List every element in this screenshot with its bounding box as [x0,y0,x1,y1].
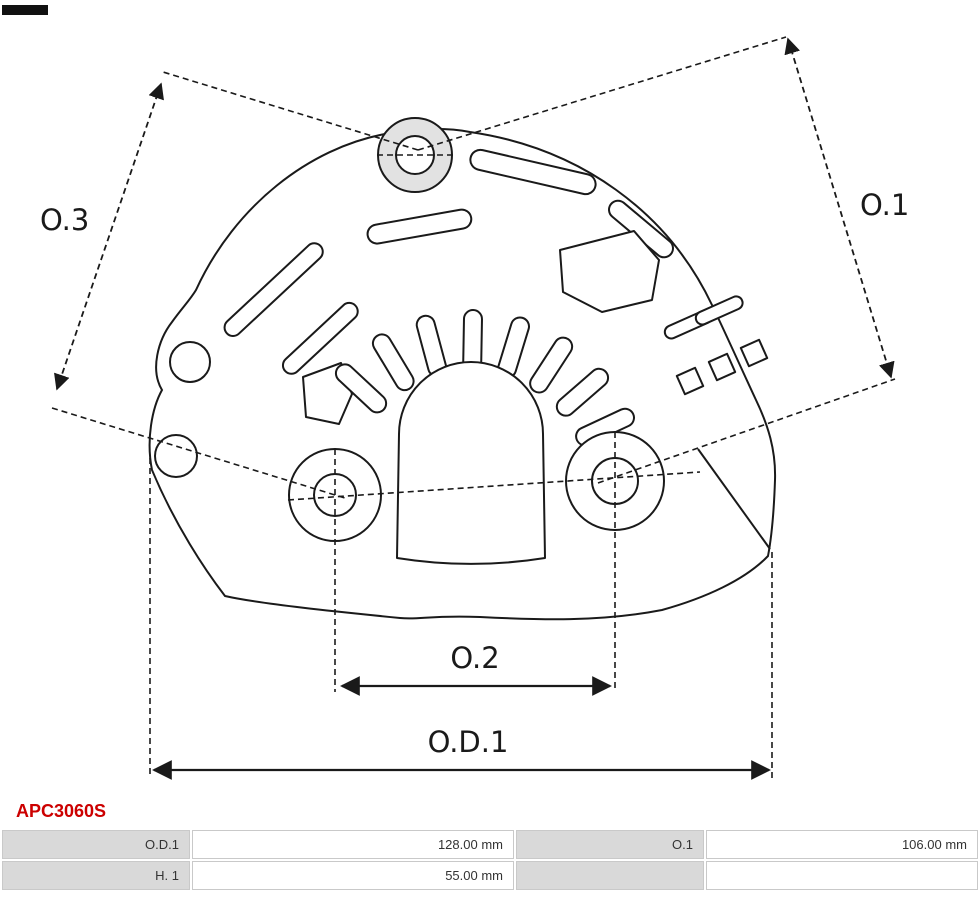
edge-hole [169,341,211,383]
spec-value-cell: 106.00 mm [706,830,978,859]
dim-label-o2: O.2 [450,641,499,675]
dim-label-od1: O.D.1 [428,725,509,759]
spec-value-cell: 128.00 mm [192,830,514,859]
edge-hole [154,434,198,478]
technical-drawing: O.3 O.1 O.2 O.D.1 [40,36,909,780]
right-edge-cut [697,448,771,550]
dim-label-o3: O.3 [40,203,89,237]
mounting-hole-right [565,431,665,531]
vent-slots [223,148,769,425]
part-number-link[interactable]: APC3060S [16,801,107,821]
dimension-o2: O.2 [340,641,612,696]
terminal-square [707,352,737,382]
spec-table: O.D.1 128.00 mm O.1 106.00 mm H. 1 55.00… [2,830,978,890]
terminal-square [739,338,769,368]
regulator-cutout [559,230,660,313]
mounting-hole-top [377,117,453,193]
spec-label-cell: H. 1 [2,861,190,890]
dim-label-o1: O.1 [860,188,909,222]
terminal-square [675,366,705,396]
center-arch [396,361,546,565]
construction-lines [51,36,896,778]
spec-value-cell: 55.00 mm [192,861,514,890]
spec-label-cell: O.D.1 [2,830,190,859]
dimension-od1: O.D.1 [152,725,771,780]
dimension-o3: O.3 [40,82,164,391]
spec-label-cell [516,861,704,890]
spec-label-cell: O.1 [516,830,704,859]
spec-value-cell [706,861,978,890]
dimension-o1: O.1 [784,37,909,379]
corner-mark [2,5,48,15]
cooling-fins [334,309,635,447]
